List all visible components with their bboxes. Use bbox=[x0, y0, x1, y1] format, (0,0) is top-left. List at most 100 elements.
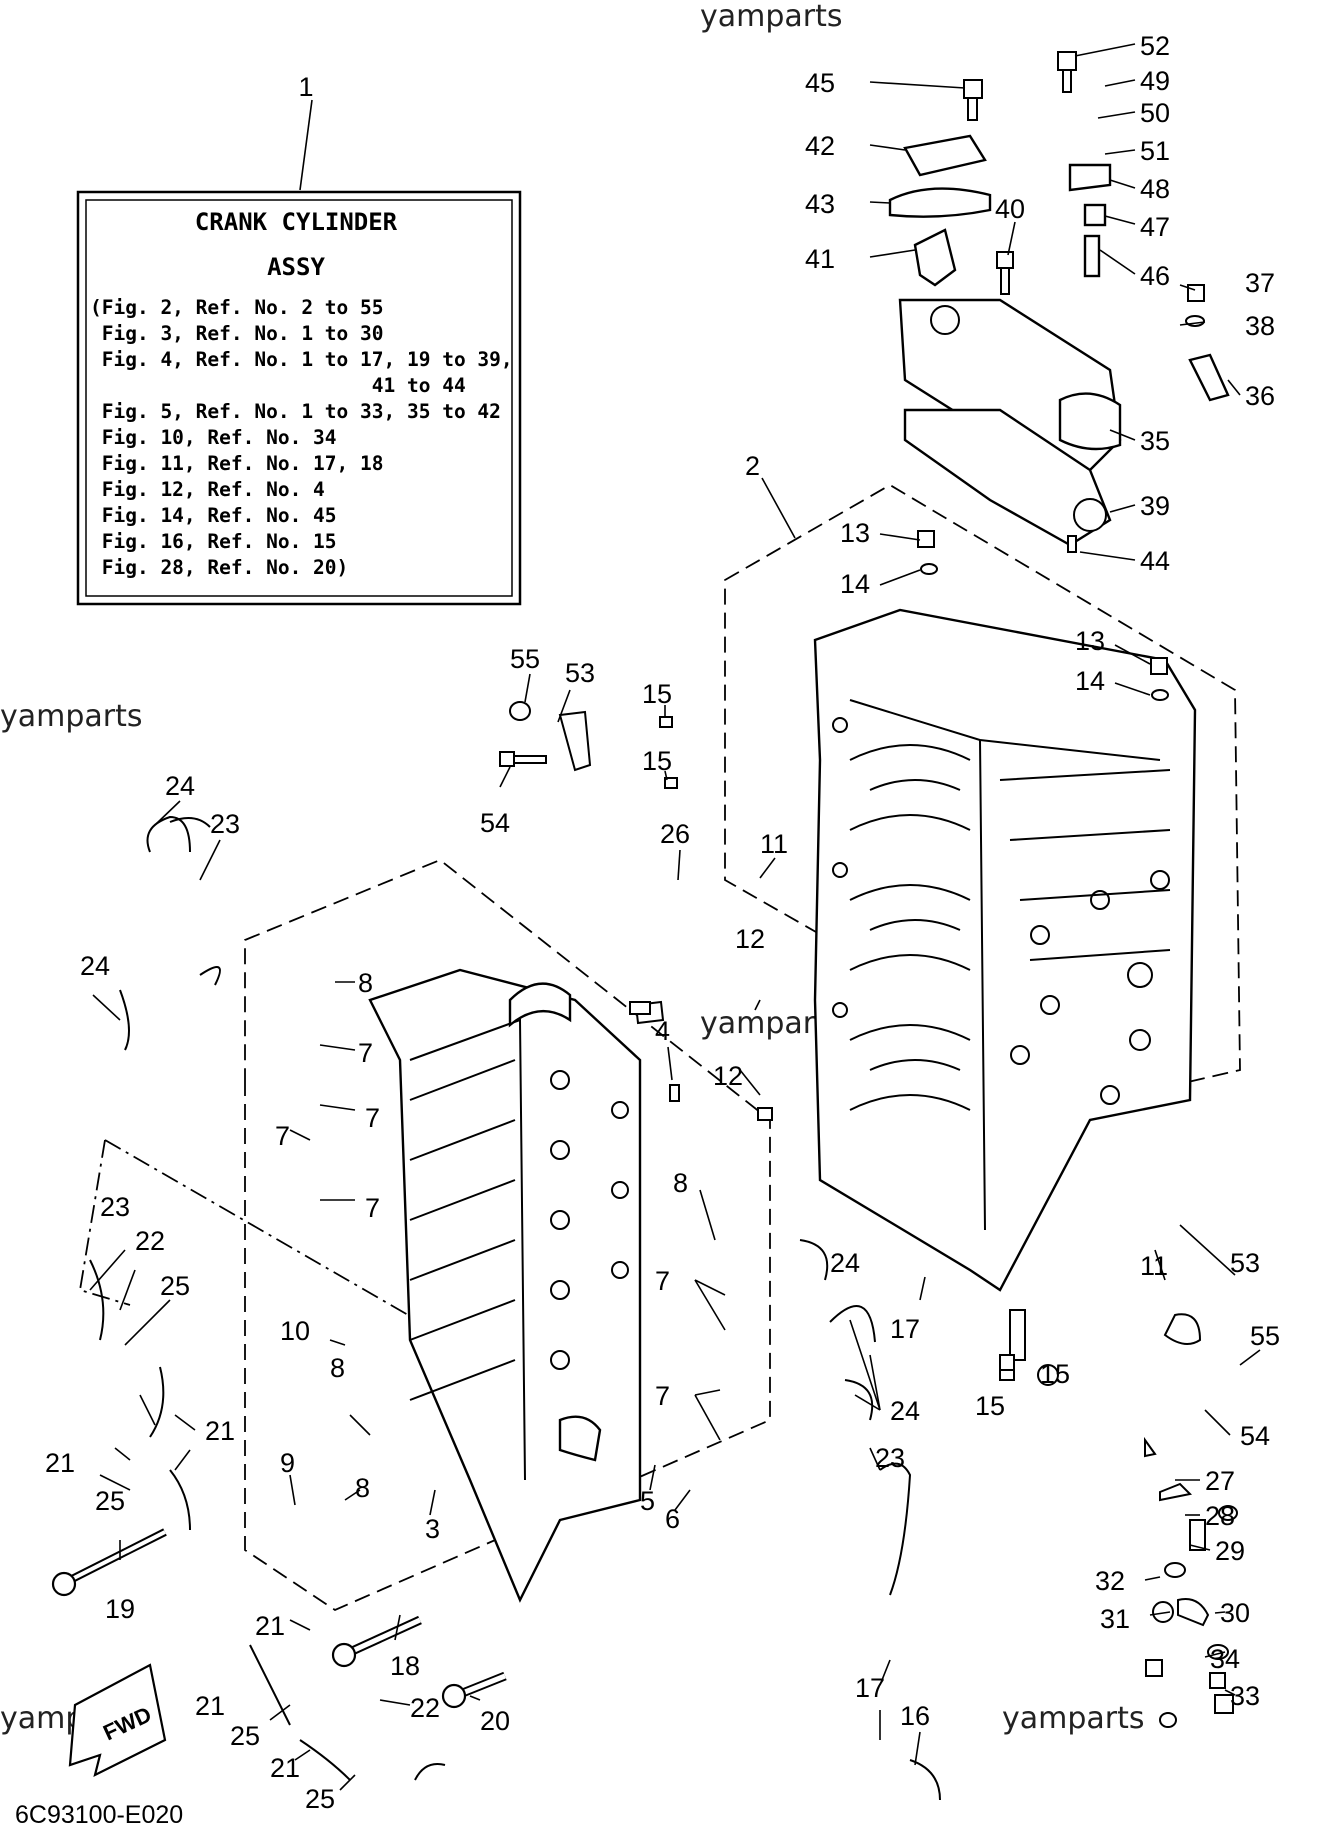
ref-label: 53 bbox=[1230, 1248, 1260, 1278]
crankcase bbox=[813, 608, 1197, 1292]
ref-label: 42 bbox=[805, 131, 835, 161]
ref-label: 25 bbox=[160, 1271, 190, 1301]
ref-label: 25 bbox=[230, 1721, 260, 1751]
ref-label: 54 bbox=[1240, 1421, 1270, 1451]
ref-label: 27 bbox=[1205, 1466, 1235, 1496]
ref-label: 30 bbox=[1220, 1598, 1250, 1628]
ref-label: 33 bbox=[1230, 1681, 1260, 1711]
ref-label: 36 bbox=[1245, 381, 1275, 411]
ref-label: 54 bbox=[480, 808, 510, 838]
ref-label: 37 bbox=[1245, 268, 1275, 298]
hoses bbox=[89, 815, 941, 1801]
ref-label: 14 bbox=[1075, 666, 1105, 696]
ref-label: 16 bbox=[900, 1701, 930, 1731]
ref-label: 21 bbox=[270, 1753, 300, 1783]
ref-label: 44 bbox=[1140, 546, 1170, 576]
ref-label: 5 bbox=[640, 1486, 655, 1516]
ref-label: 1 bbox=[298, 72, 313, 102]
ref-label: 24 bbox=[890, 1396, 920, 1426]
ref-label: 34 bbox=[1210, 1644, 1240, 1674]
fwd-arrow: FWD bbox=[68, 1663, 167, 1778]
ref-label: 10 bbox=[280, 1316, 310, 1346]
ref-label: 8 bbox=[673, 1168, 688, 1198]
box-subtitle: ASSY bbox=[267, 253, 325, 281]
ref-label: 23 bbox=[875, 1443, 905, 1473]
watermark: yamparts bbox=[1002, 1701, 1145, 1736]
ref-label: 35 bbox=[1140, 426, 1170, 456]
ref-label: 38 bbox=[1245, 311, 1275, 341]
ref-label: 49 bbox=[1140, 66, 1170, 96]
ref-label: 43 bbox=[805, 189, 835, 219]
ref-label: 8 bbox=[330, 1353, 345, 1383]
cover bbox=[888, 134, 992, 287]
ref-label: 48 bbox=[1140, 174, 1170, 204]
diagram-code: 6C93100-E020 bbox=[15, 1801, 183, 1829]
ref-label: 19 bbox=[105, 1594, 135, 1624]
box-line: Fig. 12, Ref. No. 4 bbox=[90, 478, 325, 501]
crankcase-outline bbox=[724, 483, 1241, 1101]
ref-label: 46 bbox=[1140, 261, 1170, 291]
ref-label: 21 bbox=[195, 1691, 225, 1721]
ref-label: 25 bbox=[95, 1486, 125, 1516]
box-line: Fig. 16, Ref. No. 15 bbox=[90, 530, 337, 553]
ref-label: 24 bbox=[80, 951, 110, 981]
ref-label: 8 bbox=[355, 1473, 370, 1503]
ref-label: 11 bbox=[760, 829, 788, 859]
ref-label: 12 bbox=[713, 1061, 743, 1091]
watermark: yamparts bbox=[0, 699, 143, 734]
ref-label: 31 bbox=[1100, 1604, 1130, 1634]
bolts-and-fittings bbox=[499, 51, 1238, 1728]
ref-label: 45 bbox=[805, 68, 835, 98]
ref-label: 17 bbox=[855, 1673, 885, 1703]
ref-label: 8 bbox=[358, 968, 373, 998]
ref-label: 13 bbox=[1075, 626, 1105, 656]
ref-label: 21 bbox=[255, 1611, 285, 1641]
box-line: Fig. 14, Ref. No. 45 bbox=[90, 504, 337, 527]
ref-label: 7 bbox=[655, 1266, 670, 1296]
box-line: Fig. 3, Ref. No. 1 to 30 bbox=[90, 322, 384, 345]
cylinder-outline bbox=[244, 858, 771, 1612]
ref-label: 26 bbox=[660, 819, 690, 849]
ref-label: 51 bbox=[1140, 136, 1170, 166]
ref-label: 7 bbox=[358, 1038, 373, 1068]
assy-info-box: 1 CRANK CYLINDER ASSY (Fig. 2, Ref. No. … bbox=[76, 72, 522, 606]
ref-label: 4 bbox=[655, 1016, 670, 1046]
ref-label: 24 bbox=[830, 1248, 860, 1278]
ref-label: 55 bbox=[510, 644, 540, 674]
thermostat-housing bbox=[898, 298, 1122, 472]
ref-label: 11 bbox=[1140, 1251, 1168, 1281]
ref-label: 21 bbox=[45, 1448, 75, 1478]
ref-label: 23 bbox=[210, 809, 240, 839]
ref-label: 47 bbox=[1140, 212, 1170, 242]
ref-label: 40 bbox=[995, 194, 1025, 224]
reference-numbers: 52 49 50 51 48 47 46 45 42 43 40 41 37 3… bbox=[45, 31, 1280, 1814]
box-line: Fig. 11, Ref. No. 17, 18 bbox=[90, 452, 384, 475]
box-line: Fig. 10, Ref. No. 34 bbox=[90, 426, 337, 449]
ref-label: 28 bbox=[1205, 1501, 1235, 1531]
anode-bracket bbox=[1068, 163, 1230, 402]
ref-label: 7 bbox=[655, 1381, 670, 1411]
ref-label: 25 bbox=[305, 1784, 335, 1814]
ref-label: 24 bbox=[165, 771, 195, 801]
ref-label: 15 bbox=[642, 679, 672, 709]
ref-label: 15 bbox=[642, 746, 672, 776]
cylinder-block bbox=[368, 968, 642, 1603]
box-line: 41 to 44 bbox=[90, 374, 466, 397]
ref-label: 53 bbox=[565, 658, 595, 688]
ref-label: 7 bbox=[275, 1121, 290, 1151]
ref-label: 55 bbox=[1250, 1321, 1280, 1351]
ref-label: 15 bbox=[1040, 1359, 1070, 1389]
box-line: Fig. 4, Ref. No. 1 to 17, 19 to 39, bbox=[90, 348, 513, 371]
ref-label: 50 bbox=[1140, 98, 1170, 128]
ref-label: 17 bbox=[890, 1314, 920, 1344]
ref-label: 2 bbox=[745, 451, 760, 481]
ref-label: 29 bbox=[1215, 1536, 1245, 1566]
ref-label: 52 bbox=[1140, 31, 1170, 61]
ref-label: 18 bbox=[390, 1651, 420, 1681]
ref-label: 20 bbox=[480, 1706, 510, 1736]
gasket bbox=[903, 408, 1112, 547]
ref-label: 21 bbox=[205, 1416, 235, 1446]
ref-label: 9 bbox=[280, 1448, 295, 1478]
ref-label: 22 bbox=[135, 1226, 165, 1256]
ref-label: 23 bbox=[100, 1192, 130, 1222]
